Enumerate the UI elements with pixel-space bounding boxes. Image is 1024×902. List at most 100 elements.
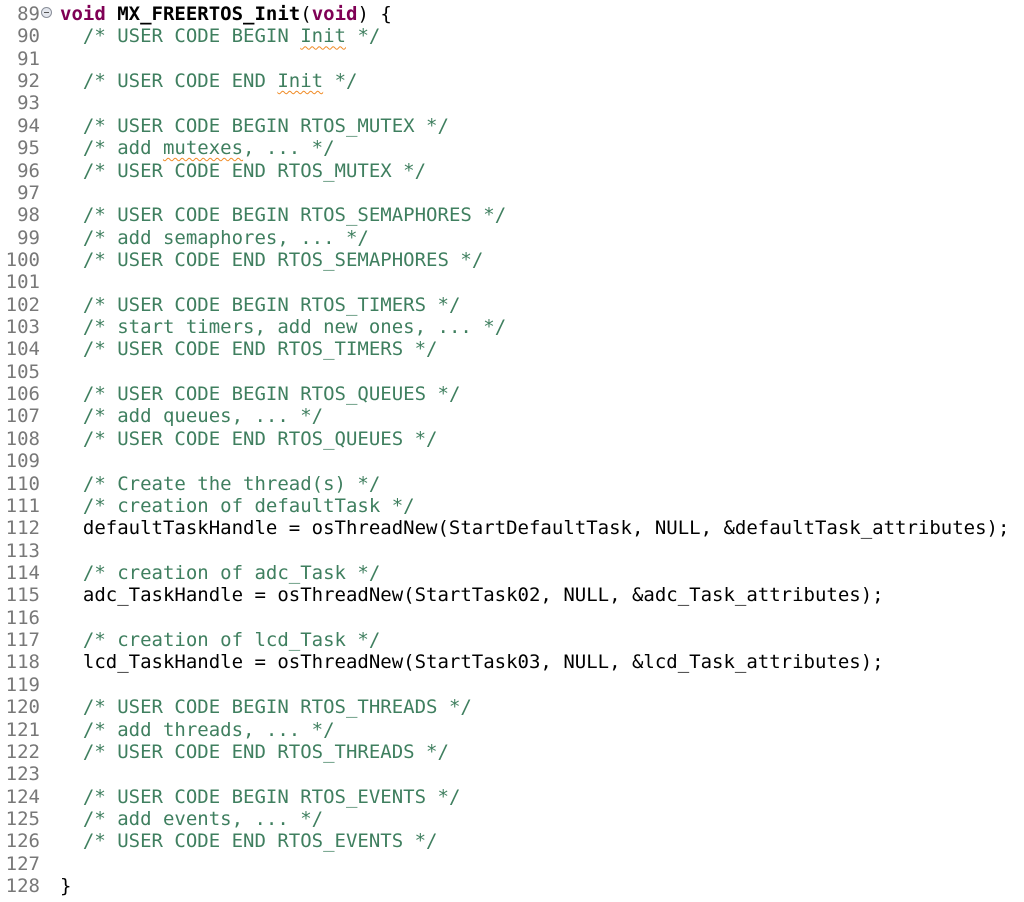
comment-token: /* add events, ... */	[82, 807, 324, 830]
code-token	[60, 405, 83, 427]
line-number: 121	[5, 718, 40, 741]
code-line[interactable]: 104 /* USER CODE END RTOS_TIMERS */	[0, 338, 1024, 360]
code-token	[60, 316, 83, 338]
code-line[interactable]: 99 /* add semaphores, ... */	[0, 227, 1024, 249]
code-text: /* USER CODE END RTOS_QUEUES */	[60, 428, 438, 450]
line-number: 113	[5, 539, 40, 562]
line-number: 100	[5, 248, 40, 271]
code-token	[60, 160, 83, 182]
line-number: 99	[17, 226, 40, 249]
code-token: lcd_TaskHandle = osThreadNew(StartTask03…	[60, 651, 884, 674]
code-text: /* USER CODE END RTOS_THREADS */	[60, 741, 449, 763]
code-token	[60, 562, 83, 584]
code-line[interactable]: 119	[0, 674, 1024, 696]
code-line[interactable]: 124 /* USER CODE BEGIN RTOS_EVENTS */	[0, 786, 1024, 808]
line-number: 96	[17, 159, 40, 182]
line-number: 123	[5, 763, 40, 786]
line-number: 125	[5, 807, 40, 830]
code-text: /* add queues, ... */	[60, 405, 323, 427]
code-line[interactable]: 109	[0, 450, 1024, 472]
code-line[interactable]: 100 /* USER CODE END RTOS_SEMAPHORES */	[0, 249, 1024, 271]
comment-token: /* Create the thread(s) */	[82, 472, 381, 495]
code-line[interactable]: 114 /* creation of adc_Task */	[0, 562, 1024, 584]
code-line[interactable]: 121 /* add threads, ... */	[0, 719, 1024, 741]
code-line[interactable]: 120 /* USER CODE BEGIN RTOS_THREADS */	[0, 696, 1024, 718]
code-token	[60, 115, 83, 137]
code-line[interactable]: 108 /* USER CODE END RTOS_QUEUES */	[0, 428, 1024, 450]
code-line[interactable]: 111 /* creation of defaultTask */	[0, 495, 1024, 517]
code-text: /* USER CODE END RTOS_EVENTS */	[60, 830, 438, 852]
code-text: /* creation of defaultTask */	[60, 495, 415, 517]
code-line[interactable]: 122 /* USER CODE END RTOS_THREADS */	[0, 741, 1024, 763]
comment-token: /* USER CODE END RTOS_THREADS */	[82, 740, 449, 763]
code-text: /* USER CODE BEGIN RTOS_EVENTS */	[60, 786, 461, 808]
line-number: 97	[17, 181, 40, 204]
comment-token: /* creation of lcd_Task */	[82, 629, 381, 652]
code-line[interactable]: 95 /* add mutexes, ... */	[0, 137, 1024, 159]
comment-token: /* USER CODE BEGIN RTOS_MUTEX */	[82, 114, 449, 137]
code-line[interactable]: 96 /* USER CODE END RTOS_MUTEX */	[0, 160, 1024, 182]
code-line[interactable]: 97	[0, 182, 1024, 204]
line-number: 95	[17, 137, 40, 160]
code-line[interactable]: 105	[0, 361, 1024, 383]
code-line[interactable]: 107 /* add queues, ... */	[0, 405, 1024, 427]
code-line[interactable]: 113	[0, 540, 1024, 562]
comment-token: /* add threads, ... */	[82, 718, 335, 741]
line-number: 114	[5, 561, 40, 584]
code-token	[60, 830, 83, 852]
line-number: 128	[5, 875, 40, 898]
line-number: 110	[5, 472, 40, 495]
line-number: 104	[5, 338, 40, 361]
misspelled-token: Init	[300, 25, 346, 48]
line-number: 112	[5, 517, 40, 540]
code-line[interactable]: 91	[0, 48, 1024, 70]
code-line[interactable]: 93	[0, 92, 1024, 114]
code-line[interactable]: 103 /* start timers, add new ones, ... *…	[0, 316, 1024, 338]
code-line[interactable]: 123	[0, 763, 1024, 785]
code-token	[60, 808, 83, 830]
code-token	[106, 3, 117, 25]
comment-token: /* USER CODE END RTOS_MUTEX */	[82, 159, 427, 182]
code-text: /* USER CODE BEGIN RTOS_SEMAPHORES */	[60, 204, 506, 226]
code-line[interactable]: 125 /* add events, ... */	[0, 808, 1024, 830]
misspelled-token: mutexes	[162, 137, 244, 160]
code-text: /* USER CODE END RTOS_TIMERS */	[60, 338, 438, 360]
code-line[interactable]: 98 /* USER CODE BEGIN RTOS_SEMAPHORES */	[0, 204, 1024, 226]
code-line[interactable]: 102 /* USER CODE BEGIN RTOS_TIMERS */	[0, 294, 1024, 316]
comment-token: /* USER CODE BEGIN	[82, 25, 301, 48]
line-number: 118	[5, 651, 40, 674]
code-line[interactable]: 90 /* USER CODE BEGIN Init */	[0, 25, 1024, 47]
comment-token: /* creation of adc_Task */	[82, 561, 381, 584]
comment-token: /* USER CODE END RTOS_EVENTS */	[82, 830, 438, 853]
code-text: /* USER CODE END Init */	[60, 70, 358, 92]
comment-token: /* add semaphores, ... */	[82, 226, 369, 249]
fold-collapse-icon[interactable]	[41, 7, 52, 18]
code-line[interactable]: 112 defaultTaskHandle = osThreadNew(Star…	[0, 517, 1024, 539]
code-line[interactable]: 127	[0, 853, 1024, 875]
comment-token: /* USER CODE END RTOS_SEMAPHORES */	[82, 248, 484, 271]
code-token	[60, 383, 83, 405]
code-line[interactable]: 101	[0, 271, 1024, 293]
code-line[interactable]: 94 /* USER CODE BEGIN RTOS_MUTEX */	[0, 115, 1024, 137]
code-line[interactable]: 126 /* USER CODE END RTOS_EVENTS */	[0, 830, 1024, 852]
line-number: 92	[17, 70, 40, 93]
code-token: defaultTaskHandle = osThreadNew(StartDef…	[60, 517, 1010, 540]
code-line[interactable]: 116	[0, 607, 1024, 629]
code-line[interactable]: 106 /* USER CODE BEGIN RTOS_QUEUES */	[0, 383, 1024, 405]
line-number: 120	[5, 696, 40, 719]
line-number: 101	[5, 271, 40, 294]
code-text: }	[60, 875, 71, 897]
code-line[interactable]: 115 adc_TaskHandle = osThreadNew(StartTa…	[0, 584, 1024, 606]
code-text: void MX_FREERTOS_Init(void) {	[60, 3, 392, 25]
code-line[interactable]: 92 /* USER CODE END Init */	[0, 70, 1024, 92]
comment-token: /* USER CODE END RTOS_QUEUES */	[82, 427, 438, 450]
comment-token: /* USER CODE BEGIN RTOS_TIMERS */	[82, 293, 461, 316]
code-line[interactable]: 117 /* creation of lcd_Task */	[0, 629, 1024, 651]
comment-token: /* add queues, ... */	[82, 405, 324, 428]
code-line[interactable]: 118 lcd_TaskHandle = osThreadNew(StartTa…	[0, 651, 1024, 673]
code-text: /* start timers, add new ones, ... */	[60, 316, 506, 338]
code-line[interactable]: 110 /* Create the thread(s) */	[0, 473, 1024, 495]
code-line[interactable]: 128}	[0, 875, 1024, 897]
